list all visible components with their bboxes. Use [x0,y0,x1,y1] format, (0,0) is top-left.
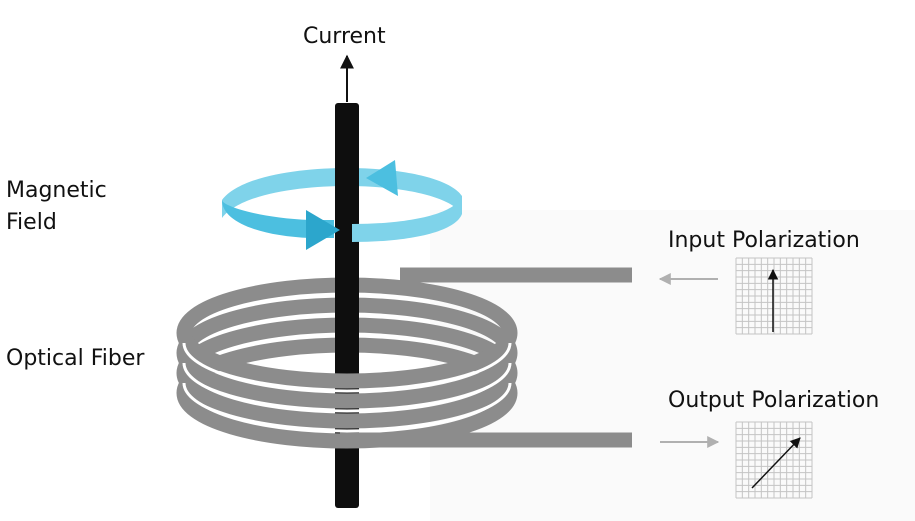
magnetic-field-label-line2: Field [6,210,57,235]
magnetic-field-label-line1: Magnetic [6,178,107,203]
coil-separators [182,342,512,433]
input-polarization-grid [735,257,813,335]
current-label: Current [303,24,386,49]
input-polarization-label: Input Polarization [668,228,860,253]
magnetic-field-arrow-back [222,160,462,218]
output-polarization-label: Output Polarization [668,388,880,413]
magnetic-field-arrow-front [222,196,462,250]
optical-fiber-label: Optical Fiber [6,346,145,371]
output-polarization-vector [751,437,801,489]
